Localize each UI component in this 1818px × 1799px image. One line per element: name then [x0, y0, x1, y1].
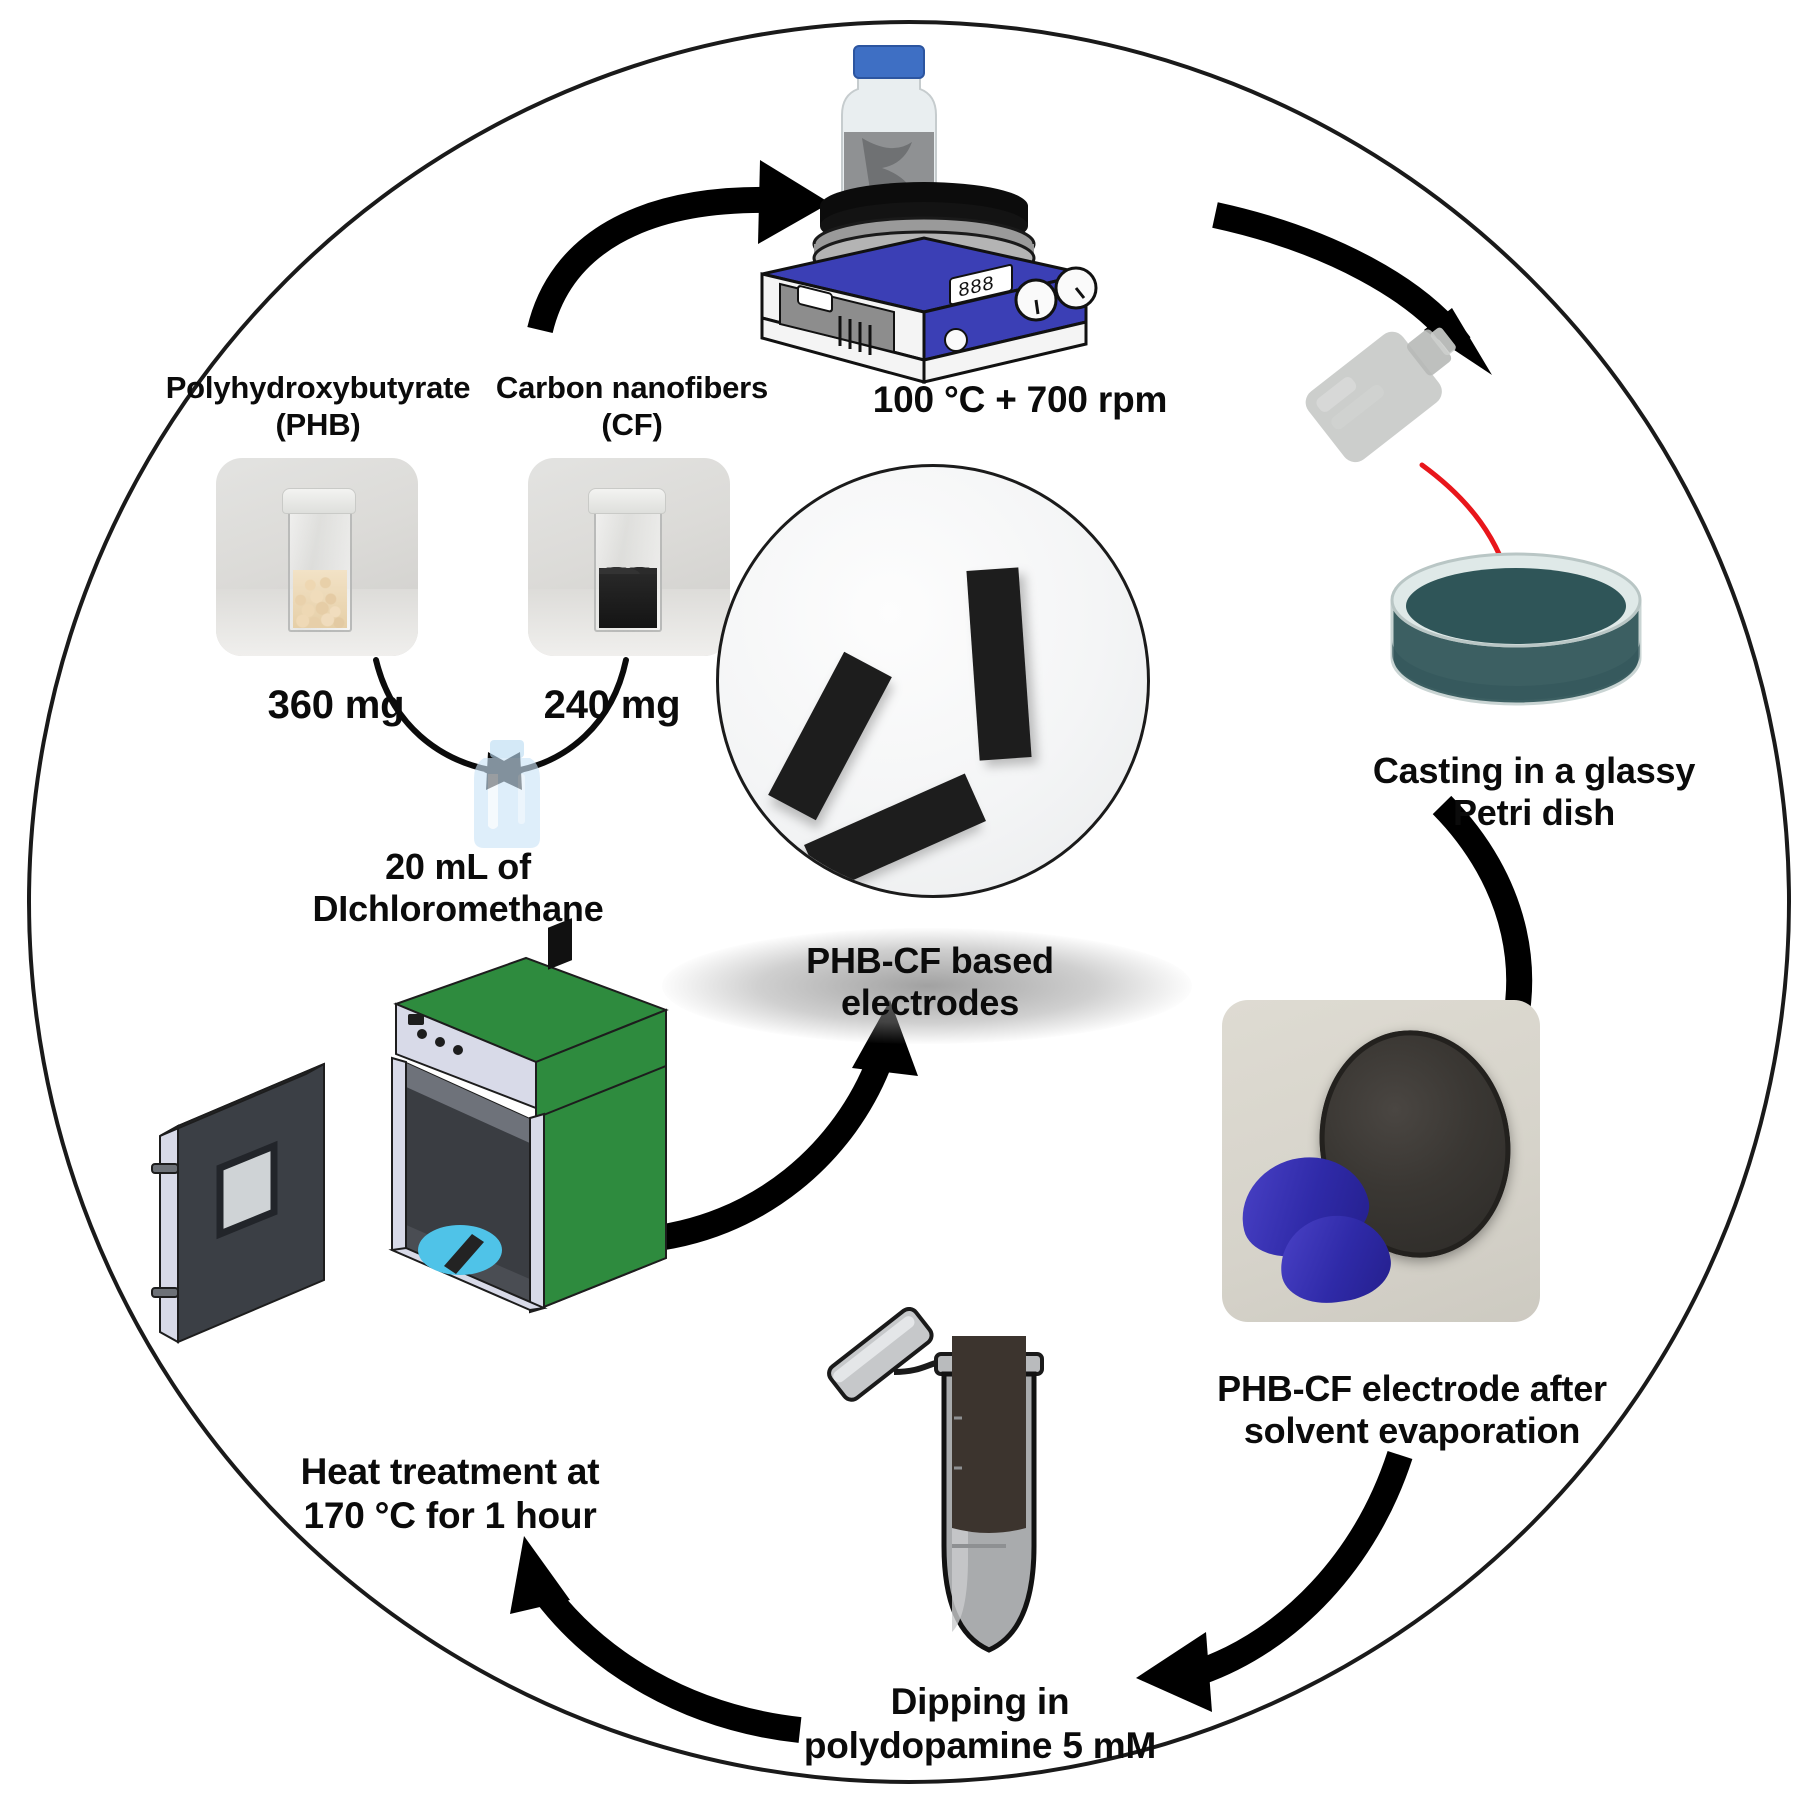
- label-stirring: 100 °C + 700 rpm: [872, 379, 1168, 420]
- oven-door-handle-bottom: [151, 1287, 179, 1298]
- label-dipping: Dipping in polydopamine 5 mM: [770, 1680, 1190, 1767]
- phb-jar-cap: [282, 488, 356, 514]
- petri-dish: [1390, 552, 1642, 706]
- label-phb-line2: (PHB): [275, 406, 361, 442]
- arrowhead-stirrer-to-casting: [1424, 308, 1492, 375]
- oven-sample-electrode: [444, 1234, 484, 1274]
- cf-powder: [599, 561, 657, 628]
- oven-vent-grille: [548, 918, 572, 970]
- label-heat: Heat treatment at 170 °C for 1 hour: [250, 1450, 650, 1537]
- electrode-after-evaporation-photo: [1222, 1000, 1540, 1322]
- label-heat-line1: Heat treatment at: [300, 1451, 600, 1492]
- electrode-strip-3: [804, 773, 986, 893]
- oven-door-top-edge: [159, 1063, 325, 1137]
- arrow-evaporated-to-dipping: [1195, 1450, 1413, 1685]
- label-evaporated: PHB-CF electrode after solvent evaporati…: [1178, 1368, 1646, 1453]
- outer-boundary-circle: [27, 20, 1791, 1784]
- cf-jar-cap: [588, 488, 666, 514]
- stirrer-small-button: [944, 328, 968, 352]
- arrow-heat-to-product: [638, 1055, 893, 1253]
- label-evaporated-line2: solvent evaporation: [1243, 1410, 1581, 1452]
- phb-vial-photo: [216, 458, 418, 656]
- stirrer-vents: [838, 316, 872, 355]
- petri-dish-liquid: [1406, 568, 1626, 644]
- oven-door-handle-top: [151, 1163, 179, 1174]
- label-phb: Polyhydroxybutyrate (PHB): [140, 370, 496, 443]
- oven-door-window: [216, 1140, 278, 1240]
- cf-vial-photo-inner: [528, 458, 730, 656]
- stirrer-display: [949, 264, 1013, 306]
- phb-pellets: [293, 570, 347, 628]
- label-cf-amount: 240 mg: [543, 683, 681, 727]
- label-heat-line2: 170 °C for 1 hour: [303, 1494, 597, 1536]
- stirrer-power-switch: [797, 285, 833, 313]
- label-phb-line1: Polyhydroxybutyrate: [165, 370, 471, 405]
- arrowhead-evaporated-to-dipping: [1136, 1632, 1212, 1712]
- label-casting: Casting in a glassy Petri dish: [1334, 750, 1734, 835]
- arrowhead-bottle-to-stirrer: [758, 160, 830, 244]
- oven-display-slot: [408, 1014, 424, 1025]
- label-casting-line2: Petri dish: [1452, 792, 1616, 834]
- oven-cavity-ceiling: [404, 1062, 532, 1144]
- label-solvent-line2: DIchloromethane: [312, 888, 604, 930]
- arrow-phb-to-bottle: [373, 657, 493, 773]
- label-dipping-line1: Dipping in: [890, 1681, 1070, 1722]
- label-casting-line1: Casting in a glassy: [1372, 750, 1696, 791]
- solvent-bottle-highlight: [488, 774, 498, 829]
- electrode-strip-2: [966, 567, 1032, 761]
- label-product-line2: electrodes: [840, 982, 1020, 1024]
- cf-vial-photo: [528, 458, 730, 656]
- label-solvent: 20 mL of DIchloromethane: [258, 846, 658, 931]
- label-phb-amount: 360 mg: [267, 683, 405, 727]
- label-solvent-line1: 20 mL of: [385, 846, 531, 887]
- label-cf-line2: (CF): [601, 406, 663, 442]
- label-cf: Carbon nanofibers (CF): [462, 370, 802, 443]
- label-evaporated-line1: PHB-CF electrode after: [1217, 1368, 1607, 1409]
- solvent-bottle-cap: [490, 740, 524, 758]
- label-product-line1: PHB-CF based: [806, 940, 1054, 981]
- tube-liquid: [952, 1336, 1026, 1516]
- hand-photo-inner: [1222, 1000, 1540, 1322]
- cf-jar: [594, 502, 662, 632]
- stirrer-vial-cap: [853, 45, 925, 79]
- phb-jar: [288, 502, 352, 632]
- tube-liquid-meniscus: [952, 1516, 1026, 1533]
- arrow-bottle-to-stirrer: [527, 186, 771, 334]
- tube-lid: [827, 1306, 934, 1402]
- arrowhead-dipping-to-heat: [510, 1536, 570, 1614]
- product-drop-shadow: [662, 928, 1192, 1044]
- petri-dish-shadow: [1392, 640, 1640, 700]
- tilted-pouring-bottle: [1305, 327, 1456, 463]
- phb-cf-electrodes-photo: [716, 464, 1150, 898]
- phb-vial-photo-inner: [216, 458, 418, 656]
- arrow-dipping-to-heat: [529, 1578, 802, 1743]
- label-cf-line1: Carbon nanofibers: [495, 370, 769, 405]
- electrode-strip-1: [768, 651, 892, 821]
- stirrer-base-right: [922, 320, 1088, 384]
- solvent-bottle-body: [474, 758, 540, 848]
- label-product: PHB-CF based electrodes: [740, 940, 1120, 1025]
- label-dipping-line2: polydopamine 5 mM: [803, 1724, 1157, 1766]
